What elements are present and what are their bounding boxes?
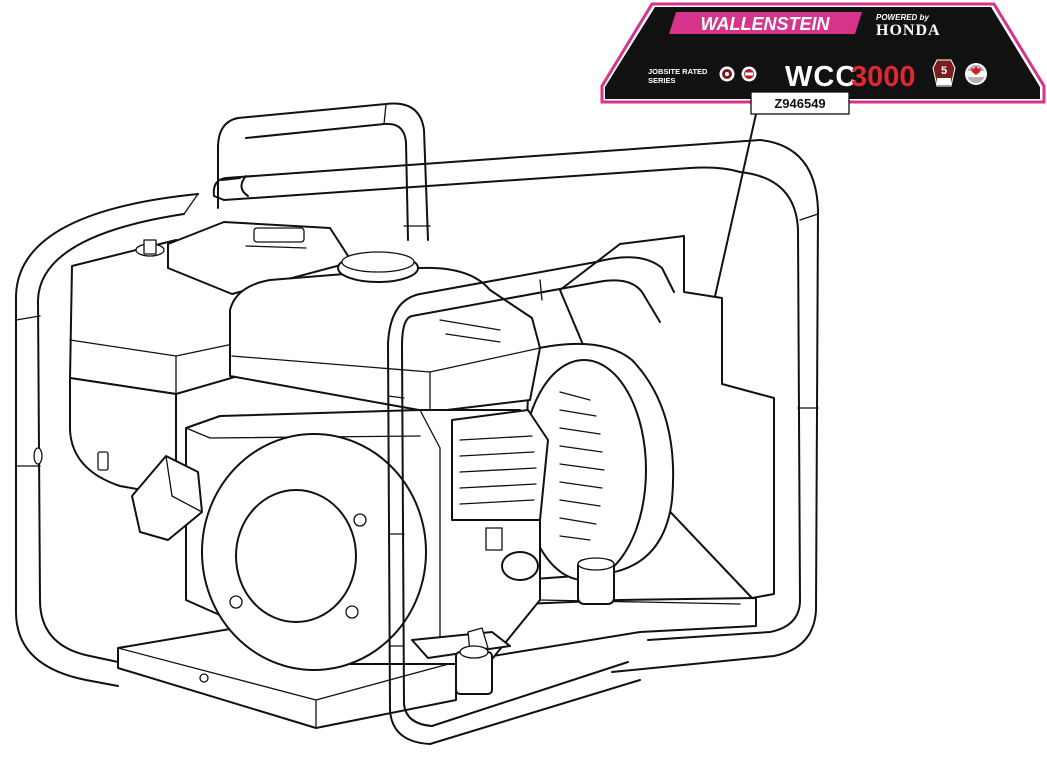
engine-brand: HONDA — [876, 22, 941, 39]
frame-front-loop — [387, 256, 675, 745]
alternator-shroud — [559, 235, 775, 599]
generator-illustration — [15, 102, 819, 745]
cooling-fins — [451, 409, 549, 581]
alternator — [519, 342, 675, 605]
front-mount — [411, 627, 511, 695]
recoil-starter — [201, 433, 427, 671]
series-label-line1: JOBSITE RATED — [648, 67, 708, 76]
model-prefix: WCC — [785, 61, 857, 93]
starter-handle — [131, 455, 203, 541]
brand-bar — [669, 12, 862, 34]
powered-by-label: POWERED by — [876, 13, 929, 22]
rating-badge-icon — [741, 66, 757, 82]
model-number: 3000 — [851, 61, 916, 93]
svg-text:5: 5 — [941, 65, 947, 77]
brand-name: WALLENSTEIN — [701, 14, 831, 34]
frame-rear — [212, 102, 761, 241]
part-number: Z946549 — [774, 96, 825, 111]
warranty-badge-icon: 5 — [932, 59, 956, 87]
certification-badge-icon — [719, 66, 735, 82]
frame-top-rail — [221, 175, 249, 197]
frame-right-loop — [611, 139, 819, 673]
series-label-line2: SERIES — [648, 76, 676, 85]
decal-callout: WALLENSTEIN POWERED by HONDA JOBSITE RAT… — [600, 2, 1046, 115]
fuel-tank — [135, 221, 353, 295]
engine-cover — [229, 251, 541, 413]
frame-left-loop — [15, 193, 199, 687]
part-number-tag — [750, 91, 850, 115]
canada-badge-icon — [965, 63, 987, 85]
